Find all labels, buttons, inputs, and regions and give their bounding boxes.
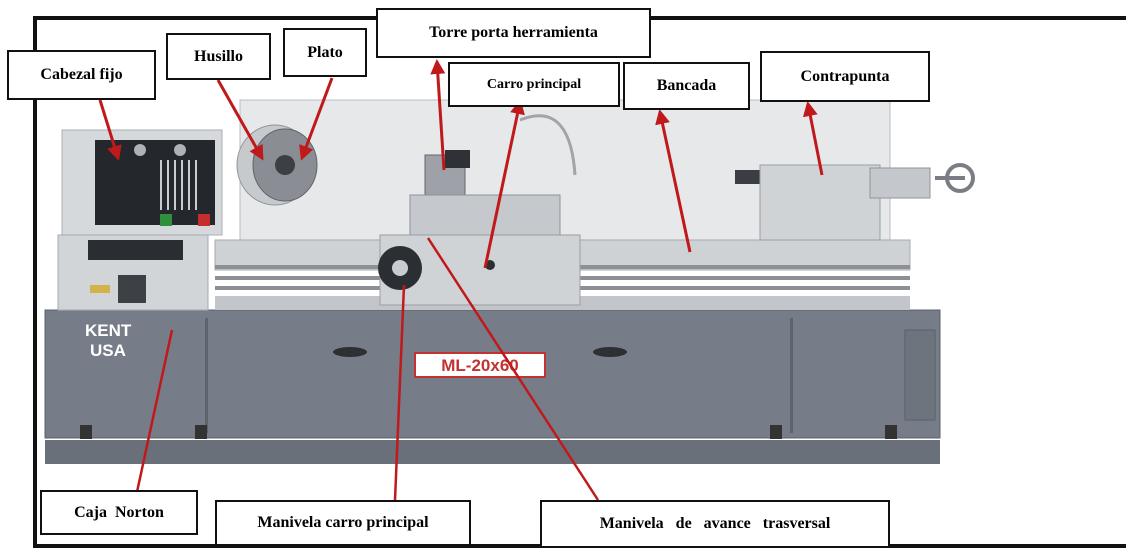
label-cabezal-fijo: Cabezal fijo xyxy=(7,50,156,100)
arrow-cabezal-fijo xyxy=(98,99,122,161)
label-carro-principal: Carro principal xyxy=(448,62,620,107)
arrow-contrapunta xyxy=(802,101,824,176)
cabinet-handle xyxy=(593,347,627,357)
model-plate xyxy=(414,352,546,378)
label-torre: Torre porta herramienta xyxy=(376,8,651,58)
side-vent xyxy=(904,329,936,421)
brand-usa: USA xyxy=(90,341,126,360)
line-manivela-avance xyxy=(426,237,600,501)
arrow-carro-principal xyxy=(483,99,525,269)
cabinet-handle xyxy=(333,347,367,357)
brand-kent: KENT xyxy=(85,321,132,340)
arrow-bancada xyxy=(655,109,692,253)
line-manivela-carro xyxy=(393,284,406,501)
carriage xyxy=(409,194,561,236)
label-husillo: Husillo xyxy=(166,33,271,80)
base-plinth xyxy=(45,440,940,464)
label-bancada: Bancada xyxy=(623,62,750,110)
arrow-plato xyxy=(299,77,334,161)
arrow-husillo xyxy=(216,79,264,161)
arrow-torre xyxy=(430,59,446,171)
label-contrapunta: Contrapunta xyxy=(760,51,930,102)
label-caja-norton: Caja Norton xyxy=(40,490,198,535)
label-plato: Plato xyxy=(283,28,367,77)
tailstock xyxy=(759,164,881,241)
line-caja-norton xyxy=(135,329,174,493)
label-manivela-carro: Manivela carro principal xyxy=(215,500,471,546)
model-label: ML-20x60 xyxy=(441,356,518,375)
label-manivela-avance: Manivela de avance trasversal xyxy=(540,500,890,548)
